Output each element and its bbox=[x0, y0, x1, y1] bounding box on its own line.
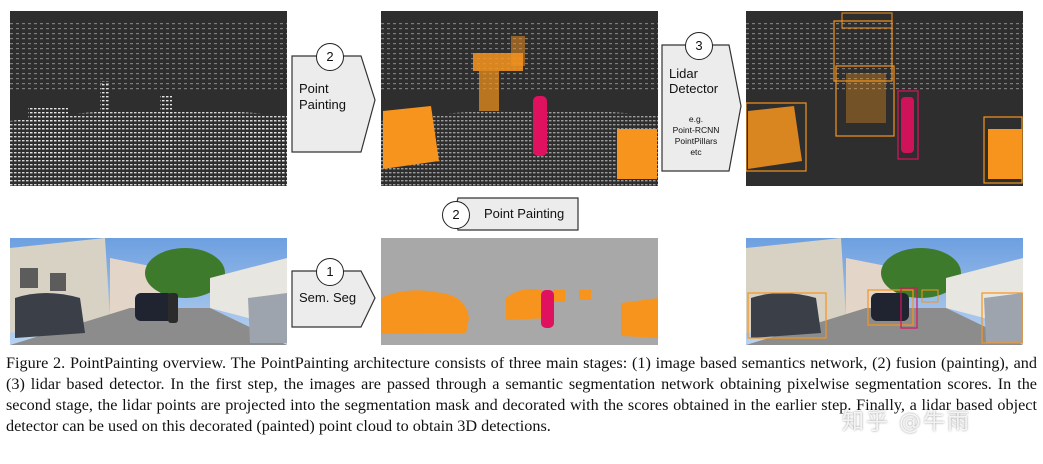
step-label: Sem. Seg bbox=[299, 290, 357, 305]
step-number-badge: 2 bbox=[442, 201, 470, 229]
figure-caption: Figure 2. PointPainting overview. The Po… bbox=[6, 354, 1037, 435]
raw-lidar-image bbox=[10, 11, 287, 186]
point-painting-step-top: 2 Point Painting bbox=[291, 43, 377, 153]
lidar-detector-step: 3 Lidar Detector e.g. Point-RCNN PointPi… bbox=[661, 32, 743, 172]
pointpainting-figure: 2 Point Painting 3 Lidar Detector e.g. P… bbox=[10, 11, 1023, 345]
camera-image-panel bbox=[10, 238, 287, 345]
segmentation-mask-image bbox=[381, 238, 658, 345]
step-label-line1: Point bbox=[299, 81, 329, 96]
painted-lidar-panel bbox=[381, 11, 658, 186]
segmentation-mask-panel bbox=[381, 238, 658, 345]
arrow-box-right-icon bbox=[291, 270, 376, 328]
step-label-line1: Lidar bbox=[669, 66, 698, 81]
sem-seg-step: 1 Sem. Seg bbox=[291, 258, 377, 328]
camera-detections-panel bbox=[746, 238, 1023, 345]
watermark: 知乎 @牛雨 bbox=[842, 410, 971, 435]
arrow-box-right-icon bbox=[661, 44, 742, 172]
raw-lidar-panel bbox=[10, 11, 287, 186]
camera-detections-image bbox=[746, 238, 1023, 345]
step-sub-line3: PointPillars bbox=[674, 136, 718, 146]
step-sub-line1: e.g. bbox=[688, 114, 704, 124]
step-sub-line4: etc bbox=[690, 147, 702, 157]
painted-lidar-image bbox=[381, 11, 658, 186]
step-number-badge: 2 bbox=[316, 43, 344, 71]
step-label: Point Painting bbox=[484, 206, 565, 221]
step-sub-line2: Point-RCNN bbox=[672, 125, 720, 135]
step-label-line2: Painting bbox=[299, 97, 346, 112]
step-number-badge: 3 bbox=[685, 32, 713, 60]
lidar-detections-panel bbox=[746, 11, 1023, 186]
step-number-badge: 1 bbox=[316, 258, 344, 286]
arrow-box-right-icon bbox=[291, 55, 376, 153]
lidar-detections-image bbox=[746, 11, 1023, 186]
point-painting-step-mid: 2 Point Painting bbox=[440, 196, 580, 236]
step-label-line2: Detector bbox=[669, 81, 719, 96]
camera-image bbox=[10, 238, 287, 345]
